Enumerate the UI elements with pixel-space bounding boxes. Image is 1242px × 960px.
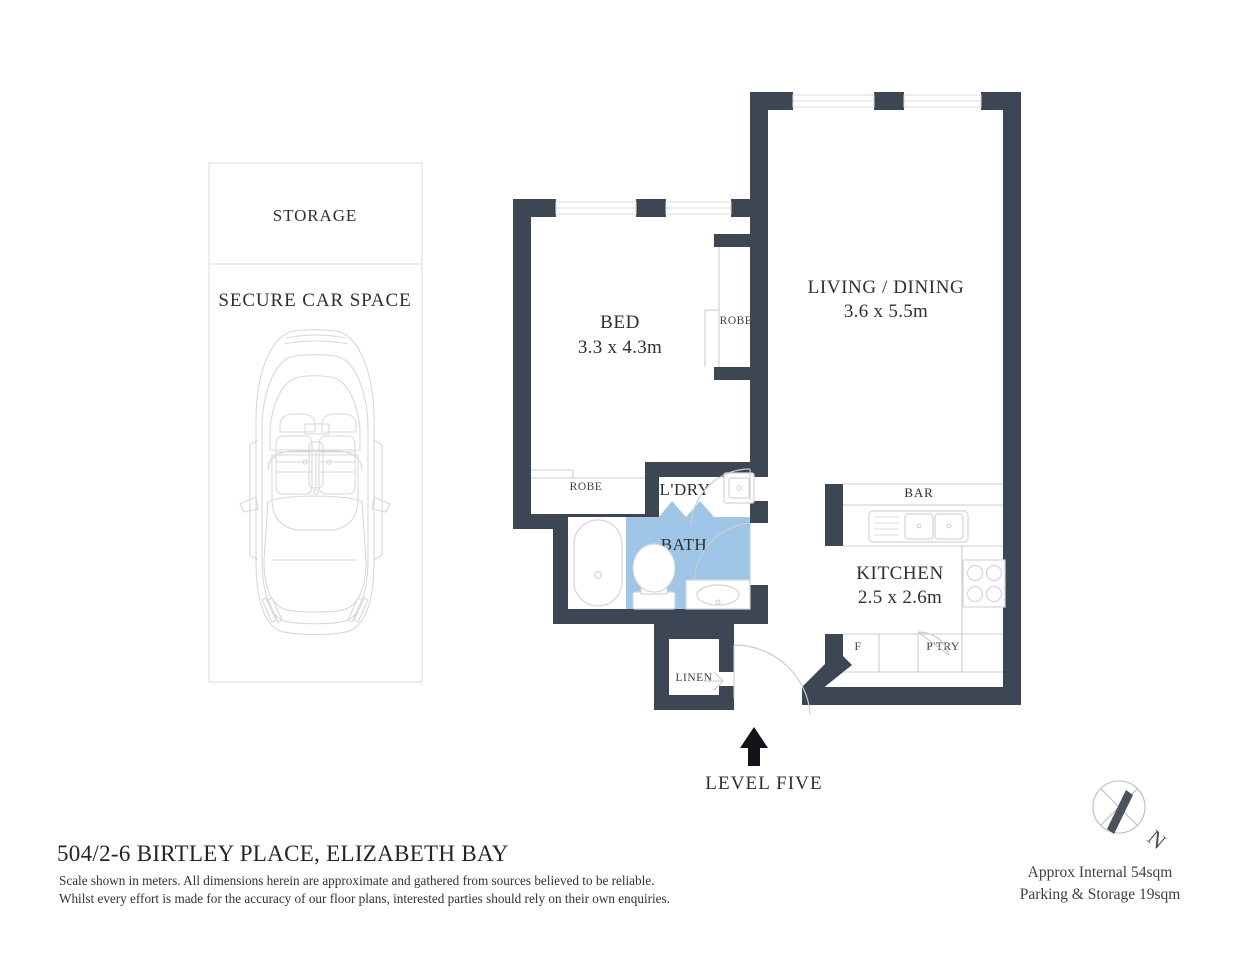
linen-label: LINEN	[676, 672, 713, 684]
wall-kitchen-left-lower	[825, 634, 843, 665]
fridge-label: F	[855, 641, 862, 653]
parking-storage-block: STORAGE SECURE CAR SPACE	[208, 162, 423, 683]
wall-linen-right	[719, 624, 734, 672]
door-bathroom	[693, 522, 751, 585]
laundry-label: L'DRY	[660, 480, 711, 499]
car-illustration	[239, 329, 391, 635]
wall-bath-bottom	[553, 609, 753, 624]
window-bed-1	[555, 201, 637, 215]
bathtub-fixture	[568, 517, 626, 609]
window-living-2	[903, 94, 982, 108]
walls	[513, 92, 1021, 710]
robe-bottom-joinery	[531, 469, 645, 479]
kitchen-label: KITCHEN	[856, 563, 944, 584]
compass-north-letter: N	[1143, 825, 1171, 854]
wall-entry-bottom	[802, 687, 1021, 705]
wall-kitchen-left-upper	[825, 484, 843, 546]
internal-area: Approx Internal 54sqm	[1027, 864, 1173, 881]
apartment-floor-plan: BED 3.3 x 4.3m LIVING / DINING 3.6 x 5.5…	[513, 92, 1021, 794]
wall-bed-top-mullion	[636, 199, 666, 217]
living-label: LIVING / DINING	[808, 277, 965, 298]
kitchen-sink-fixture	[868, 510, 969, 543]
window-living-1	[792, 94, 875, 108]
door-bedroom	[690, 468, 751, 525]
bed-label: BED	[600, 312, 640, 333]
wall-bed-living-party	[750, 199, 768, 469]
bed-dimensions: 3.3 x 4.3m	[578, 337, 662, 358]
parking-area: Parking & Storage 19sqm	[1019, 886, 1181, 903]
disclaimer-line-2: Whilst every effort is made for the accu…	[59, 891, 670, 906]
wall-living-left-upper	[750, 92, 768, 210]
windows	[555, 94, 982, 215]
wall-bath-right-lower	[750, 585, 768, 624]
bar-label: BAR	[904, 485, 933, 500]
level-label: LEVEL FIVE	[705, 773, 822, 794]
robe-right-label: ROBE	[720, 315, 753, 327]
cooktop-fixture	[962, 559, 1006, 608]
wall-linen-left	[654, 624, 669, 710]
secure-car-space-label: SECURE CAR SPACE	[218, 290, 411, 311]
storage-label: STORAGE	[273, 206, 357, 225]
wall-ldry-left	[645, 462, 659, 517]
wall-robe-left-stub	[714, 234, 724, 247]
vanity-fixture	[685, 579, 751, 610]
robe-bottom-label: ROBE	[570, 481, 603, 493]
wall-linen-top	[654, 624, 720, 639]
door-linen	[705, 671, 724, 691]
wall-bed-left	[513, 199, 531, 529]
bath-label: BATH	[661, 535, 707, 554]
window-bed-2	[665, 201, 732, 215]
wall-bath-right-upper	[750, 501, 768, 523]
entry-direction-arrow	[740, 727, 768, 766]
disclaimer-line-1: Scale shown in meters. All dimensions he…	[59, 873, 655, 888]
wall-living-right	[1003, 92, 1021, 687]
wall-bath-left	[553, 514, 568, 624]
wall-linen-bottom	[654, 695, 734, 710]
wall-living-top-mullion	[874, 92, 904, 110]
washing-machine-fixture	[723, 472, 755, 504]
kitchen-dimensions: 2.5 x 2.6m	[858, 587, 942, 608]
wall-linen-right-lower	[719, 686, 734, 710]
kitchen-joinery	[843, 483, 1006, 673]
area-summary: Approx Internal 54sqm Parking & Storage …	[1010, 862, 1190, 906]
page-title: 504/2-6 BIRTLEY PLACE, ELIZABETH BAY	[57, 841, 509, 866]
disclaimer-block: Scale shown in meters. All dimensions he…	[59, 872, 670, 908]
wall-robe-bottom	[714, 367, 754, 380]
living-dimensions: 3.6 x 5.5m	[844, 301, 928, 322]
door-entry	[733, 644, 811, 715]
compass-rose: N	[1092, 780, 1171, 854]
robe-right-joinery	[704, 247, 720, 367]
toilet-fixture	[632, 543, 676, 610]
parking-outer-box	[208, 162, 423, 683]
